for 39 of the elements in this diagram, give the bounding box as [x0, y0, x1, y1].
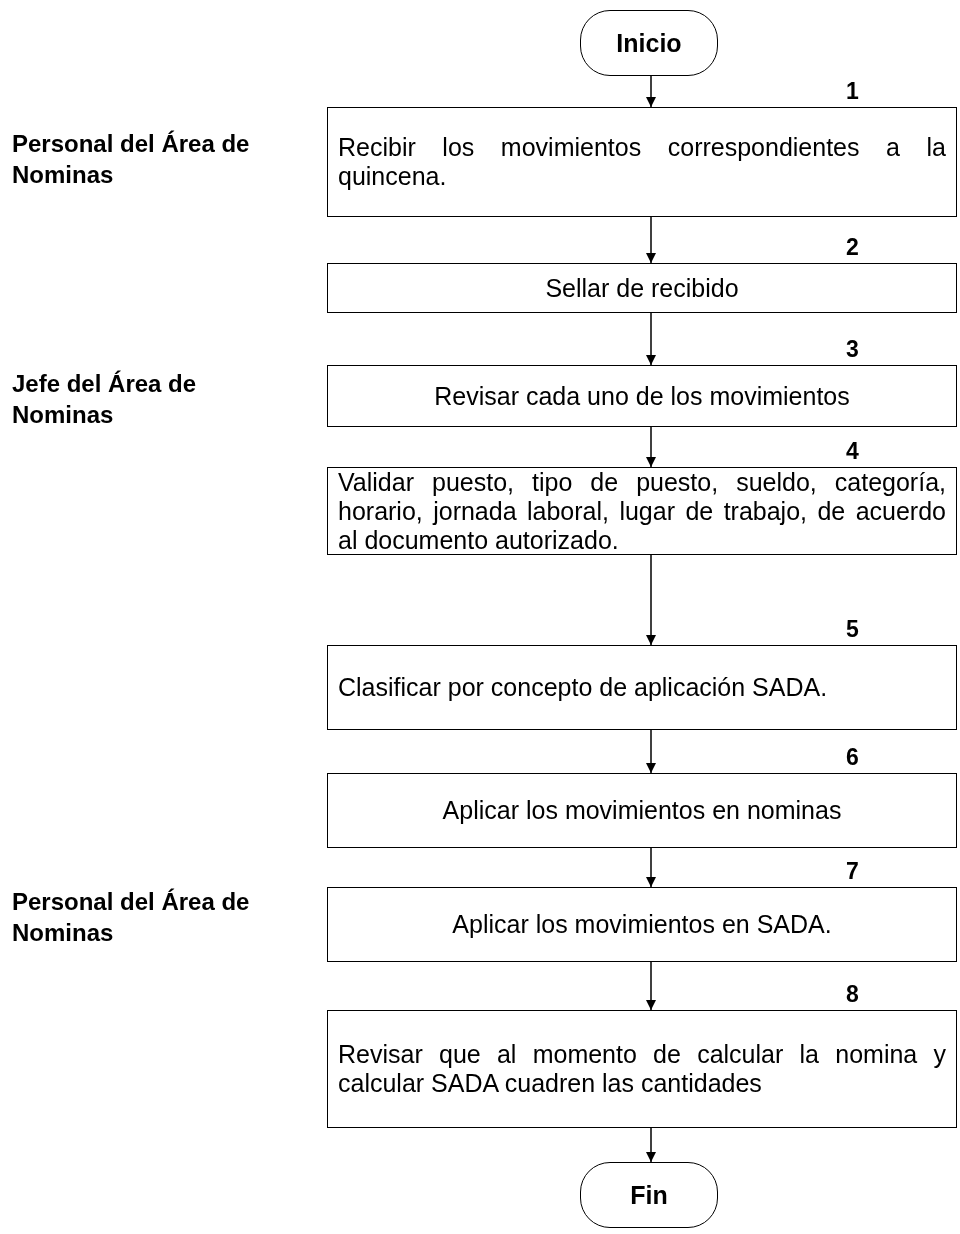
terminal-shape	[580, 10, 718, 76]
role-label: Jefe del Área de Nominas	[12, 369, 198, 430]
step-text: Revisar que al momento de calcular la nomina y calcular SADA cuadren las cantidades	[338, 1040, 946, 1098]
step-text: Aplicar los movimientos en SADA.	[451, 910, 833, 939]
step-number: 3	[846, 338, 859, 361]
step-text: Aplicar los movimientos en nominas	[441, 796, 843, 825]
step-number: 2	[846, 236, 859, 259]
process-box	[327, 773, 957, 848]
terminal-label: Fin	[629, 1180, 669, 1210]
process-box	[327, 887, 957, 962]
process-box	[327, 107, 957, 217]
step-text: Validar puesto, tipo de puesto, sueldo, categoría, horario, jornada laboral, lugar de trabajo, de acuerdo al documento autorizado.	[338, 467, 946, 555]
role-label: Personal del Área de Nominas	[12, 129, 251, 190]
terminal-shape	[580, 1162, 718, 1228]
arrow	[646, 961, 656, 1011]
process-box	[327, 645, 957, 730]
arrow	[646, 847, 656, 888]
step-text: Recibir los movimientos correspondientes a la quincena.	[338, 133, 946, 191]
arrow	[646, 312, 656, 366]
arrow	[646, 426, 656, 468]
process-box	[327, 263, 957, 313]
step-number: 6	[846, 746, 859, 769]
process-box	[327, 365, 957, 427]
arrow	[646, 729, 656, 774]
step-number: 8	[846, 983, 859, 1006]
arrow	[646, 216, 656, 264]
step-text: Sellar de recibido	[544, 273, 740, 303]
step-number: 4	[846, 440, 859, 463]
step-number: 5	[846, 618, 859, 641]
terminal-label: Inicio	[615, 28, 683, 58]
step-text: Clasificar por concepto de aplicación SADA.	[338, 673, 829, 702]
step-number: 1	[846, 80, 859, 103]
step-text: Revisar cada uno de los movimientos	[433, 381, 851, 411]
step-number: 7	[846, 860, 859, 883]
arrow	[646, 554, 656, 646]
role-label: Personal del Área de Nominas	[12, 887, 251, 948]
arrow	[646, 1127, 656, 1163]
process-box	[327, 1010, 957, 1128]
arrow	[646, 75, 656, 108]
